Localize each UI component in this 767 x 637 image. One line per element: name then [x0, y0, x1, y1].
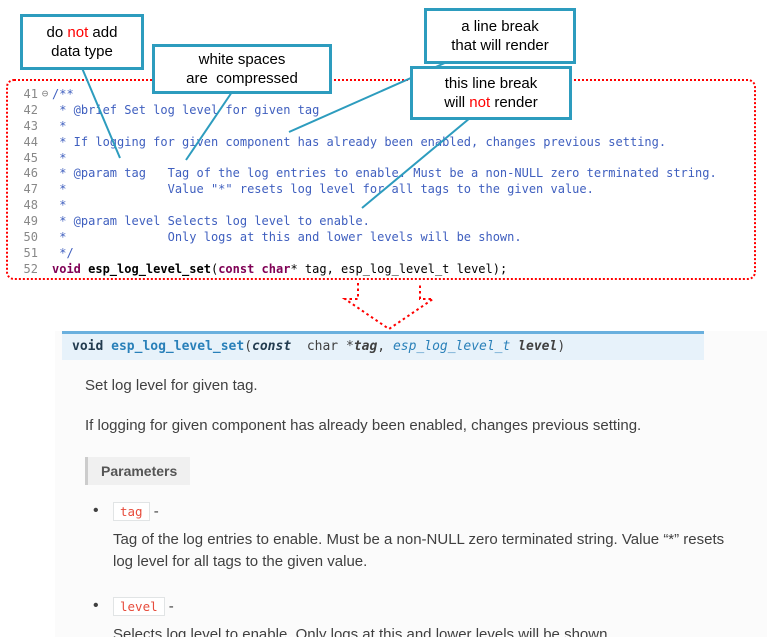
param-name-line: tag -: [113, 501, 725, 521]
fold-gutter: [38, 230, 52, 246]
sig-paren: (: [244, 339, 253, 354]
code-text: *: [52, 198, 67, 213]
line-number: 48: [23, 198, 38, 213]
code-line: 41⊖/**: [14, 87, 754, 103]
code-line: 48 *: [14, 198, 754, 214]
code-line: 45 *: [14, 151, 754, 167]
line-number: 44: [23, 134, 38, 149]
code-text: (: [210, 261, 219, 276]
rendered-doc-panel: void esp_log_level_set(const char *tag, …: [55, 331, 767, 637]
fold-gutter: [38, 119, 52, 135]
callout-break-norender: this line break will not render: [410, 66, 572, 120]
code-text: *: [52, 150, 67, 165]
sig-text: ,: [377, 339, 393, 354]
code-text: * @brief Set log level for given tag: [52, 102, 320, 117]
code-text: * Value "*" resets log level for all tag…: [52, 182, 594, 197]
code-text: * @param tag Tag of the log entries to e…: [52, 166, 717, 181]
line-number: 42: [23, 102, 38, 117]
doc-description: If logging for given component has alrea…: [85, 416, 642, 434]
parameters-heading: Parameters: [85, 456, 191, 485]
code-text: */: [52, 245, 74, 260]
fold-marker-icon[interactable]: ⊖: [41, 87, 49, 100]
list-item: tag - Tag of the log entries to enable. …: [93, 501, 725, 574]
code-line: 43 *: [14, 119, 754, 135]
sig-keyword-const: const: [252, 339, 292, 354]
fold-gutter: [38, 103, 52, 119]
keyword-void: void: [52, 261, 89, 276]
callout-line: do not add: [46, 23, 118, 41]
fold-gutter: [38, 246, 52, 262]
sig-type-link[interactable]: esp_log_level_t: [392, 339, 511, 354]
callout-line: this line break: [444, 74, 538, 92]
code-text: /**: [52, 87, 74, 101]
code-line: 44 * If logging for given component has …: [14, 135, 754, 151]
keyword-char: char: [261, 261, 291, 276]
fold-gutter: [38, 151, 52, 167]
code-line: 49 * @param level Selects log level to e…: [14, 214, 754, 230]
code-line: 47 * Value "*" resets log level for all …: [14, 182, 754, 198]
code-text: * tag, esp_log_level_t level);: [290, 261, 508, 276]
param-description: Selects log level to enable. Only logs a…: [113, 625, 612, 637]
keyword-const: const: [218, 261, 255, 276]
param-name-line: level -: [113, 596, 725, 616]
code-text: [254, 262, 261, 276]
callout-no-datatype: do not add data type: [20, 14, 144, 70]
line-number: 46: [23, 166, 38, 181]
code-editor-snippet: 41⊖/** 42 * @brief Set log level for giv…: [6, 79, 756, 280]
param-separator: -: [164, 597, 174, 615]
fold-gutter: [38, 198, 52, 214]
sig-text: char *: [291, 339, 354, 354]
line-number: 41: [23, 87, 38, 101]
line-number: 52: [23, 261, 38, 276]
doc-body: Set log level for given tag. If logging …: [55, 360, 767, 637]
callout-line: a line break: [461, 17, 539, 35]
sig-param-level: level: [518, 339, 558, 354]
sig-keyword-void: void: [72, 339, 112, 354]
code-line-declaration: 52 void esp_log_level_set(const char* tag…: [14, 262, 754, 278]
code-line: 50 * Only logs at this and lower levels …: [14, 230, 754, 246]
code-line: 46 * @param tag Tag of the log entries t…: [14, 166, 754, 182]
fold-gutter: [38, 214, 52, 230]
sig-text: [510, 339, 518, 354]
function-name: esp_log_level_set: [88, 261, 211, 276]
param-separator: -: [149, 502, 159, 520]
code-line: 51 */: [14, 246, 754, 262]
list-item: level - Selects log level to enable. Onl…: [93, 596, 725, 637]
line-number: 43: [23, 118, 38, 133]
code-text: * If logging for given component has alr…: [52, 134, 667, 149]
line-number: 47: [23, 182, 38, 197]
code-text: * @param level Selects log level to enab…: [52, 214, 370, 229]
code-line: 42 * @brief Set log level for given tag: [14, 103, 754, 119]
dotted-down-arrow: [341, 283, 437, 331]
fold-gutter: [38, 262, 52, 278]
fold-gutter: [38, 182, 52, 198]
doc-brief: Set log level for given tag.: [85, 377, 258, 394]
fold-gutter: [38, 135, 52, 151]
fold-gutter: [38, 166, 52, 182]
code-text: *: [52, 118, 67, 133]
callout-line: are compressed: [186, 70, 298, 87]
param-code-level: level: [113, 596, 165, 616]
sig-paren: ): [557, 339, 566, 354]
line-number: 50: [23, 230, 38, 245]
function-signature: void esp_log_level_set(const char *tag, …: [62, 331, 704, 360]
callout-break-render: a line break that will render: [424, 8, 576, 64]
param-description: Tag of the log entries to enable. Must b…: [113, 530, 725, 571]
code-text: * Only logs at this and lower levels wil…: [52, 230, 522, 245]
callout-whitespace: white spaces are compressed: [152, 44, 332, 94]
sig-param-tag: tag: [353, 339, 378, 354]
callout-line: white spaces: [198, 50, 286, 68]
callout-line: data type: [51, 43, 113, 60]
callout-line: that will render: [451, 37, 549, 54]
param-code-tag: tag: [113, 501, 150, 521]
sig-function-name: esp_log_level_set: [111, 339, 245, 354]
callout-line: will not render: [444, 94, 538, 111]
line-number: 51: [23, 245, 38, 260]
line-number: 49: [23, 214, 38, 229]
parameters-list: tag - Tag of the log entries to enable. …: [85, 501, 725, 637]
line-number: 45: [23, 150, 38, 165]
